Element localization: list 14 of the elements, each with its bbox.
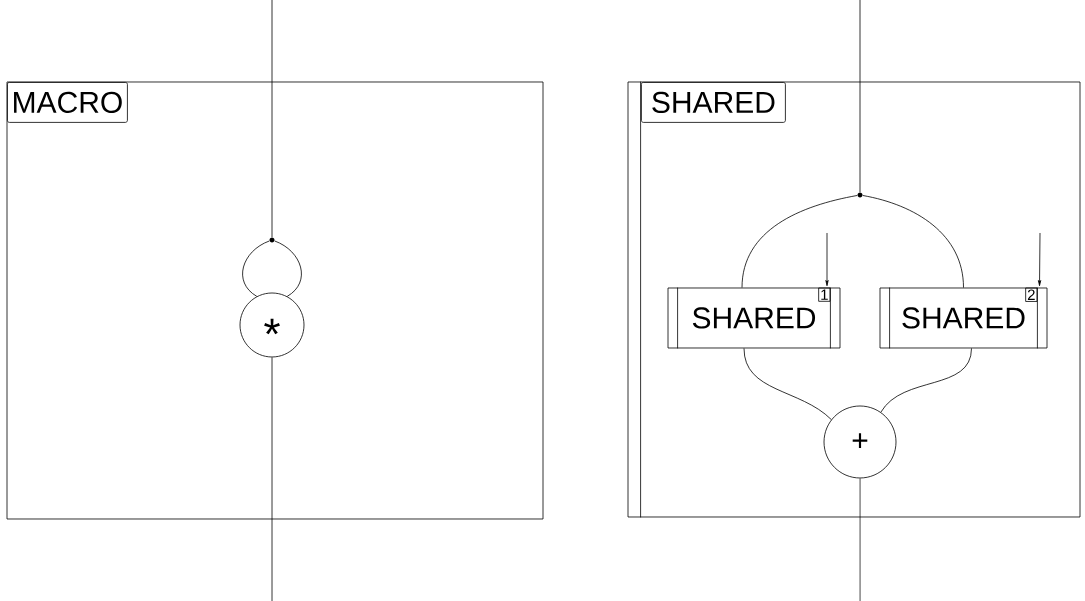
arrow <box>1038 232 1042 287</box>
subroutine-box: SHARED 2 <box>879 287 1048 349</box>
subroutine-box: SHARED 1 <box>667 287 841 349</box>
connector-line <box>880 348 972 413</box>
connector-line <box>242 240 270 297</box>
connector-line <box>741 195 858 288</box>
connector-line <box>859 0 861 193</box>
connector-line <box>862 195 964 288</box>
connector-line <box>271 0 273 238</box>
connector-line <box>271 357 273 601</box>
arrow <box>825 232 829 287</box>
connector-line <box>274 240 302 297</box>
connector-line <box>743 348 832 420</box>
connector-line <box>859 478 861 601</box>
